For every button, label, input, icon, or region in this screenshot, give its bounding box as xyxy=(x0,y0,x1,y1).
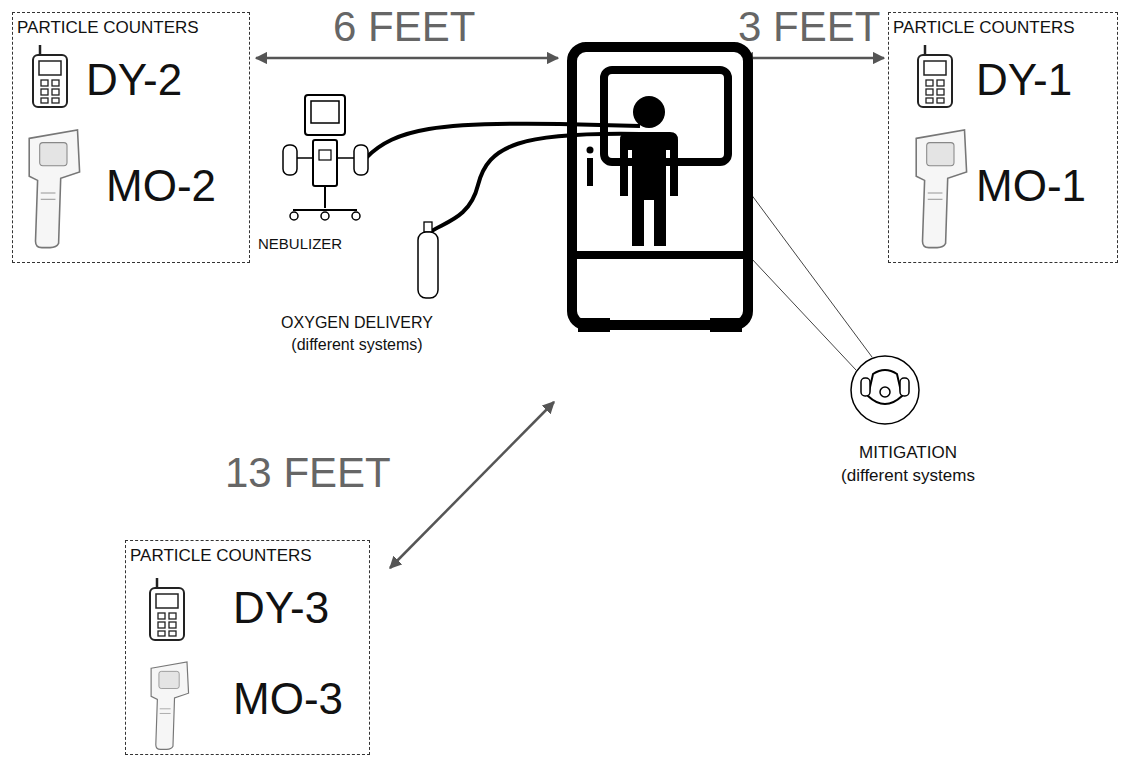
box-heading: PARTICLE COUNTERS xyxy=(17,19,199,36)
device-name: MO-3 xyxy=(233,677,343,721)
distance-label: 13 FEET xyxy=(225,450,391,496)
device-name: MO-2 xyxy=(106,164,216,208)
distance-label: 3 FEET xyxy=(738,4,880,50)
box-heading: PARTICLE COUNTERS xyxy=(130,547,312,564)
equipment-label: MITIGATION (different systems xyxy=(828,442,988,488)
counter-group-box: PARTICLE COUNTERS DY-1MO-1 xyxy=(888,12,1118,263)
equipment-label: OXYGEN DELIVERY (different systems) xyxy=(262,312,452,355)
device-name: DY-3 xyxy=(233,586,329,630)
counter-group-box: PARTICLE COUNTERS DY-3MO-3 xyxy=(125,540,370,755)
device-name: DY-2 xyxy=(86,58,182,102)
box-heading: PARTICLE COUNTERS xyxy=(893,19,1075,36)
equipment-label: NEBULIZER xyxy=(258,236,342,253)
device-name: MO-1 xyxy=(976,164,1086,208)
device-name: DY-1 xyxy=(976,58,1072,102)
distance-label: 6 FEET xyxy=(333,4,475,50)
counter-group-box: PARTICLE COUNTERS DY-2MO-2 xyxy=(12,12,250,263)
